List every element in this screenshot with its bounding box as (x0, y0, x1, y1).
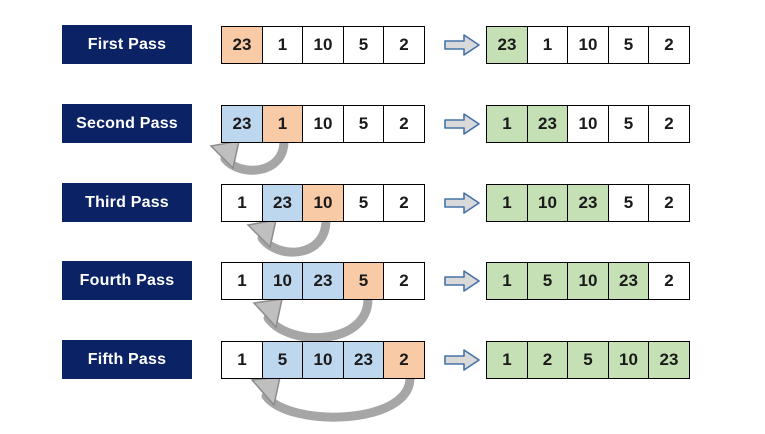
right-block-arrow-icon (444, 34, 480, 56)
right-block-arrow-icon (444, 349, 480, 371)
pass-label-4: Fourth Pass (62, 261, 192, 300)
curved-swap-arrow-icon (252, 294, 373, 342)
array-cell: 2 (648, 184, 690, 222)
array-cell: 2 (383, 26, 425, 64)
array-cell: 10 (302, 341, 344, 379)
array-cell: 23 (567, 184, 609, 222)
right-block-arrow-icon (444, 192, 480, 214)
array-cell: 1 (221, 184, 263, 222)
array-cell: 5 (607, 105, 650, 143)
curved-swap-arrow-icon (209, 136, 289, 175)
array-cell: 1 (486, 341, 528, 379)
array-cell: 10 (302, 184, 344, 222)
array-cell: 1 (221, 262, 263, 300)
pass-label-3: Third Pass (62, 183, 192, 222)
array-cell: 5 (567, 341, 609, 379)
array-cell: 5 (342, 105, 385, 143)
array-cell: 2 (648, 105, 690, 143)
array-cell: 2 (383, 105, 425, 143)
right-block-arrow-icon (444, 113, 480, 135)
array-cell: 10 (526, 184, 569, 222)
array-cell: 5 (607, 184, 650, 222)
array-cell: 23 (221, 26, 263, 64)
array-cell: 2 (383, 341, 425, 379)
array-cell: 1 (486, 105, 528, 143)
array-cell: 23 (261, 184, 304, 222)
curved-swap-arrow-icon (246, 215, 331, 257)
array-cell: 1 (486, 262, 528, 300)
array-cell: 23 (648, 341, 690, 379)
array-cell: 10 (567, 26, 609, 64)
array-cell: 23 (302, 262, 344, 300)
array-cell: 5 (342, 26, 385, 64)
array-cell: 10 (302, 26, 344, 64)
array-cell: 2 (648, 262, 690, 300)
array-cell: 5 (261, 341, 304, 379)
array-cell: 10 (567, 262, 609, 300)
array-cell: 10 (567, 105, 609, 143)
array-cell: 1 (486, 184, 528, 222)
array-cell: 23 (342, 341, 385, 379)
array-cell: 2 (383, 184, 425, 222)
array-cell: 23 (486, 26, 528, 64)
array-cell: 5 (342, 262, 385, 300)
array-cell: 10 (302, 105, 344, 143)
pass-label-5: Fifth Pass (62, 340, 192, 379)
curved-swap-arrow-icon (250, 373, 415, 422)
array-cell: 2 (526, 341, 569, 379)
array-cell: 1 (526, 26, 569, 64)
array-cell: 10 (261, 262, 304, 300)
array-cell: 2 (383, 262, 425, 300)
array-cell: 10 (607, 341, 650, 379)
array-cell: 5 (342, 184, 385, 222)
array-cell: 5 (607, 26, 650, 64)
pass-label-1: First Pass (62, 25, 192, 64)
array-cell: 23 (526, 105, 569, 143)
array-cell: 23 (607, 262, 650, 300)
array-cell: 1 (221, 341, 263, 379)
array-cell: 23 (221, 105, 263, 143)
array-cell: 5 (526, 262, 569, 300)
array-cell: 2 (648, 26, 690, 64)
array-cell: 1 (261, 105, 304, 143)
right-block-arrow-icon (444, 270, 480, 292)
pass-label-2: Second Pass (62, 104, 192, 143)
array-cell: 1 (261, 26, 304, 64)
